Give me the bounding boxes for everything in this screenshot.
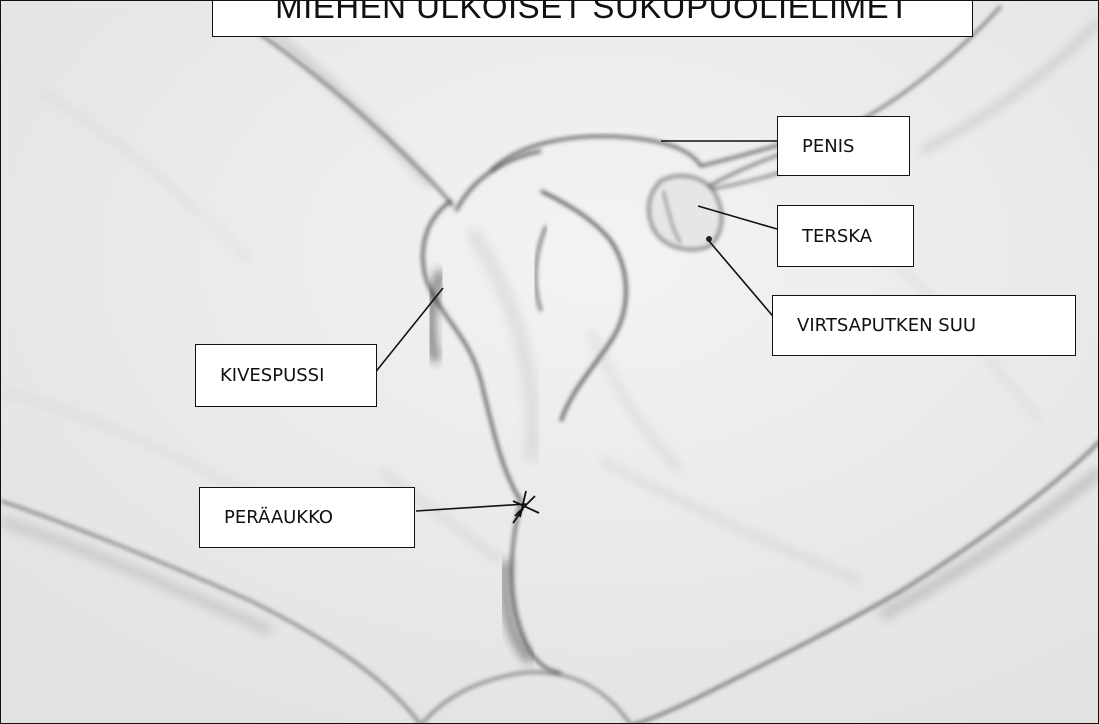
label-kivespussi: KIVESPUSSI [195,344,377,407]
label-terska: TERSKA [777,205,914,267]
label-penis: PENIS [777,116,910,176]
diagram-title: MIEHEN ULKOISET SUKUPUOLIELIMET [212,0,973,37]
label-peraaukko: PERÄAUKKO [199,487,415,548]
glans-drawing [649,176,721,249]
label-virtsaputken-suu: VIRTSAPUTKEN SUU [772,295,1076,356]
